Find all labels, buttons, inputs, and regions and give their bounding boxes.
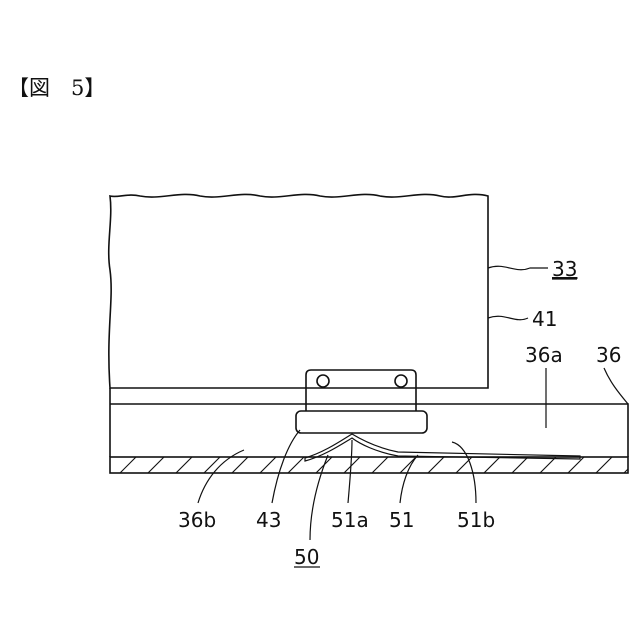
base-plate-hatching — [120, 457, 640, 473]
label-33: 33 — [552, 257, 577, 281]
label-51: 51 — [389, 508, 414, 532]
leader-50 — [310, 455, 328, 540]
label-51a: 51a — [331, 508, 369, 532]
component-41-outline — [109, 194, 488, 388]
leader-51 — [400, 455, 418, 503]
leader-43 — [272, 430, 300, 503]
leader-51a — [348, 440, 352, 503]
label-36b: 36b — [178, 508, 216, 532]
bracket-hole-left — [317, 375, 329, 387]
leader-36 — [604, 368, 628, 404]
leader-36b — [198, 450, 244, 503]
label-36: 36 — [596, 343, 621, 367]
base-plate — [110, 457, 628, 473]
leader-33 — [488, 266, 548, 269]
foot-43 — [296, 411, 427, 433]
label-50: 50 — [294, 545, 319, 569]
bracket-hole-right — [395, 375, 407, 387]
base-36-outline — [110, 388, 628, 457]
label-36a: 36a — [525, 343, 563, 367]
leader-41 — [488, 316, 528, 319]
label-43: 43 — [256, 508, 281, 532]
label-51b: 51b — [457, 508, 495, 532]
label-41: 41 — [532, 307, 557, 331]
